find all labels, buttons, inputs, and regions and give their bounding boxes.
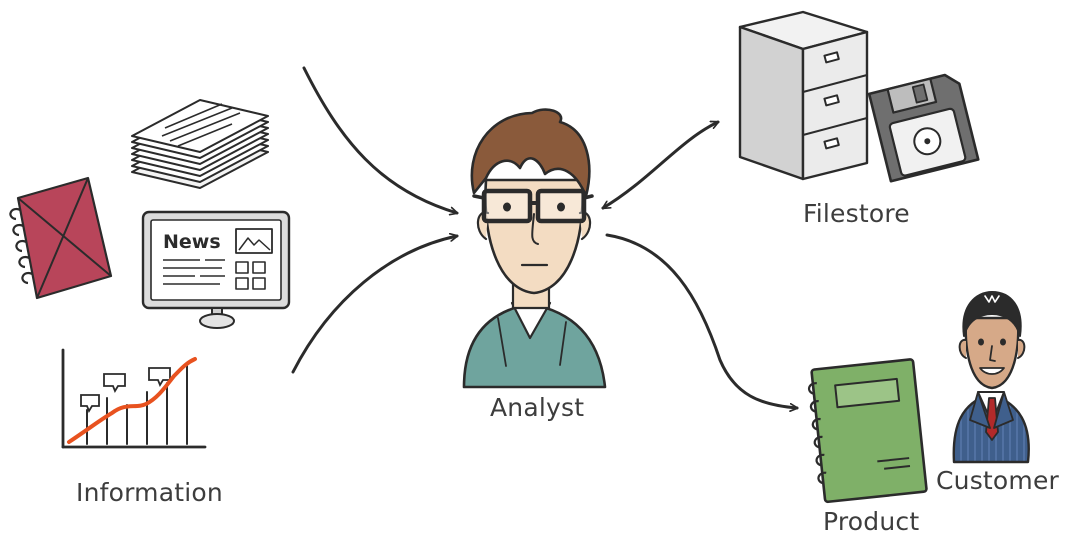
businessman-icon	[952, 291, 1030, 464]
newspaper-stack-icon	[131, 99, 269, 189]
filestore-label: Filestore	[803, 199, 910, 228]
arrow-analyst-filestore	[601, 120, 718, 210]
analyst-person-icon	[462, 108, 607, 389]
rising-chart-icon	[61, 348, 207, 449]
news-headline: News	[163, 231, 221, 253]
green-notebook-icon	[807, 358, 928, 504]
filing-cabinet-icon	[738, 10, 869, 181]
arrows	[291, 66, 797, 408]
analyst-label: Analyst	[490, 393, 585, 422]
customer-label: Customer	[936, 466, 1060, 495]
floppy-disk-icon	[867, 73, 980, 183]
arrow-chart-to-analyst	[291, 236, 457, 374]
product-label: Product	[823, 507, 920, 536]
arrow-analyst-to-product	[605, 233, 797, 408]
red-notebook-icon	[9, 176, 113, 300]
arrow-newspapers-to-analyst	[302, 66, 457, 213]
information-label: Information	[76, 478, 223, 507]
news-monitor-icon: News	[141, 210, 291, 329]
